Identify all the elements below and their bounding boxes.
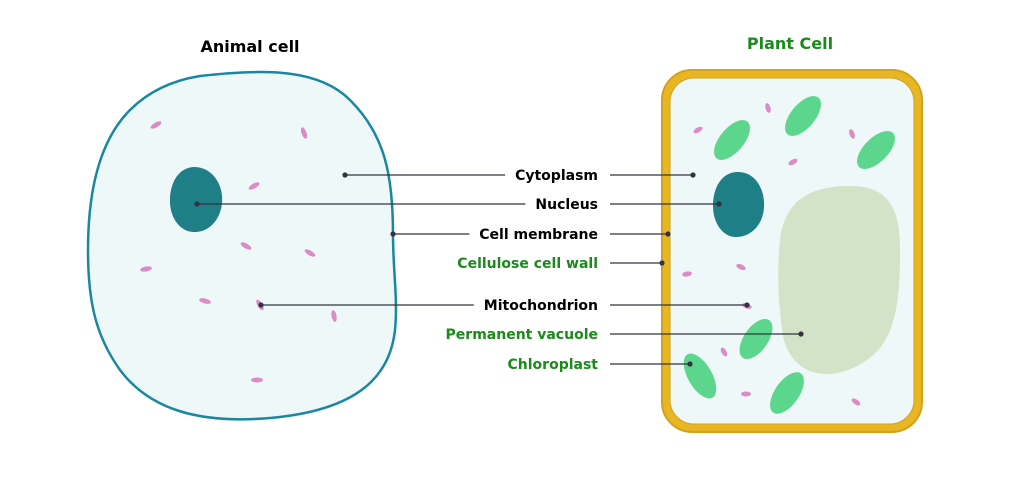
animal-cell — [86, 70, 398, 421]
animal-nucleus — [169, 166, 223, 233]
pointer-dot — [665, 231, 671, 237]
plant-cell — [661, 69, 923, 433]
pointer-dot — [687, 361, 693, 367]
mitochondrion-icon — [765, 103, 771, 113]
chloroplast-icon — [785, 96, 821, 136]
pointer-dot — [194, 201, 200, 207]
mitochondrion-icon — [240, 242, 252, 250]
mitochondrion-icon — [682, 271, 692, 277]
chloroplast-icon — [714, 120, 750, 160]
plant-vacuole — [778, 186, 900, 375]
mitochondrion-icon — [251, 377, 263, 383]
label-cytoplasm: Cytoplasm — [515, 168, 598, 184]
mitochondrion-icon — [150, 121, 162, 129]
mitochondrion-icon — [788, 158, 798, 166]
pointer-dot — [716, 201, 722, 207]
pointer-dot — [690, 172, 696, 178]
chloroplast-icon — [770, 372, 804, 414]
chloroplast-icon — [739, 318, 773, 360]
mitochondrion-icon — [199, 298, 211, 304]
plant-chloroplasts — [683, 96, 895, 414]
mitochondrion-icon — [248, 182, 260, 190]
mitochondrion-icon — [849, 129, 855, 139]
label-permanent-vacuole: Permanent vacuole — [446, 327, 598, 343]
pointer-dot — [659, 260, 665, 266]
label-chloroplast: Chloroplast — [508, 357, 599, 373]
leader-lines — [194, 172, 804, 367]
label-cellulose-cell-wall: Cellulose cell wall — [457, 256, 598, 272]
mitochondrion-icon — [851, 398, 861, 406]
pointer-dot — [390, 231, 396, 237]
label-nucleus: Nucleus — [535, 197, 598, 213]
pointer-dot — [342, 172, 348, 178]
plant-nucleus — [713, 172, 765, 237]
label-cell-membrane: Cell membrane — [479, 227, 598, 243]
mitochondrion-icon — [300, 127, 308, 139]
animal-cell-title: Animal cell — [200, 37, 299, 56]
label-mitochondrion: Mitochondrion — [484, 298, 598, 314]
pointer-dot — [258, 302, 264, 308]
mitochondrion-icon — [304, 249, 316, 257]
mitochondrion-icon — [741, 391, 751, 397]
mitochondrion-icon — [140, 266, 152, 272]
pointer-dot — [798, 331, 804, 337]
mitochondrion-icon — [693, 126, 703, 134]
mitochondrion-icon — [736, 263, 746, 271]
plant-cell-title: Plant Cell — [747, 34, 833, 53]
mitochondrion-icon — [331, 310, 337, 322]
plant-mitochondria — [682, 103, 861, 406]
mitochondrion-icon — [720, 347, 728, 357]
chloroplast-icon — [857, 131, 895, 169]
pointer-dot — [744, 302, 750, 308]
